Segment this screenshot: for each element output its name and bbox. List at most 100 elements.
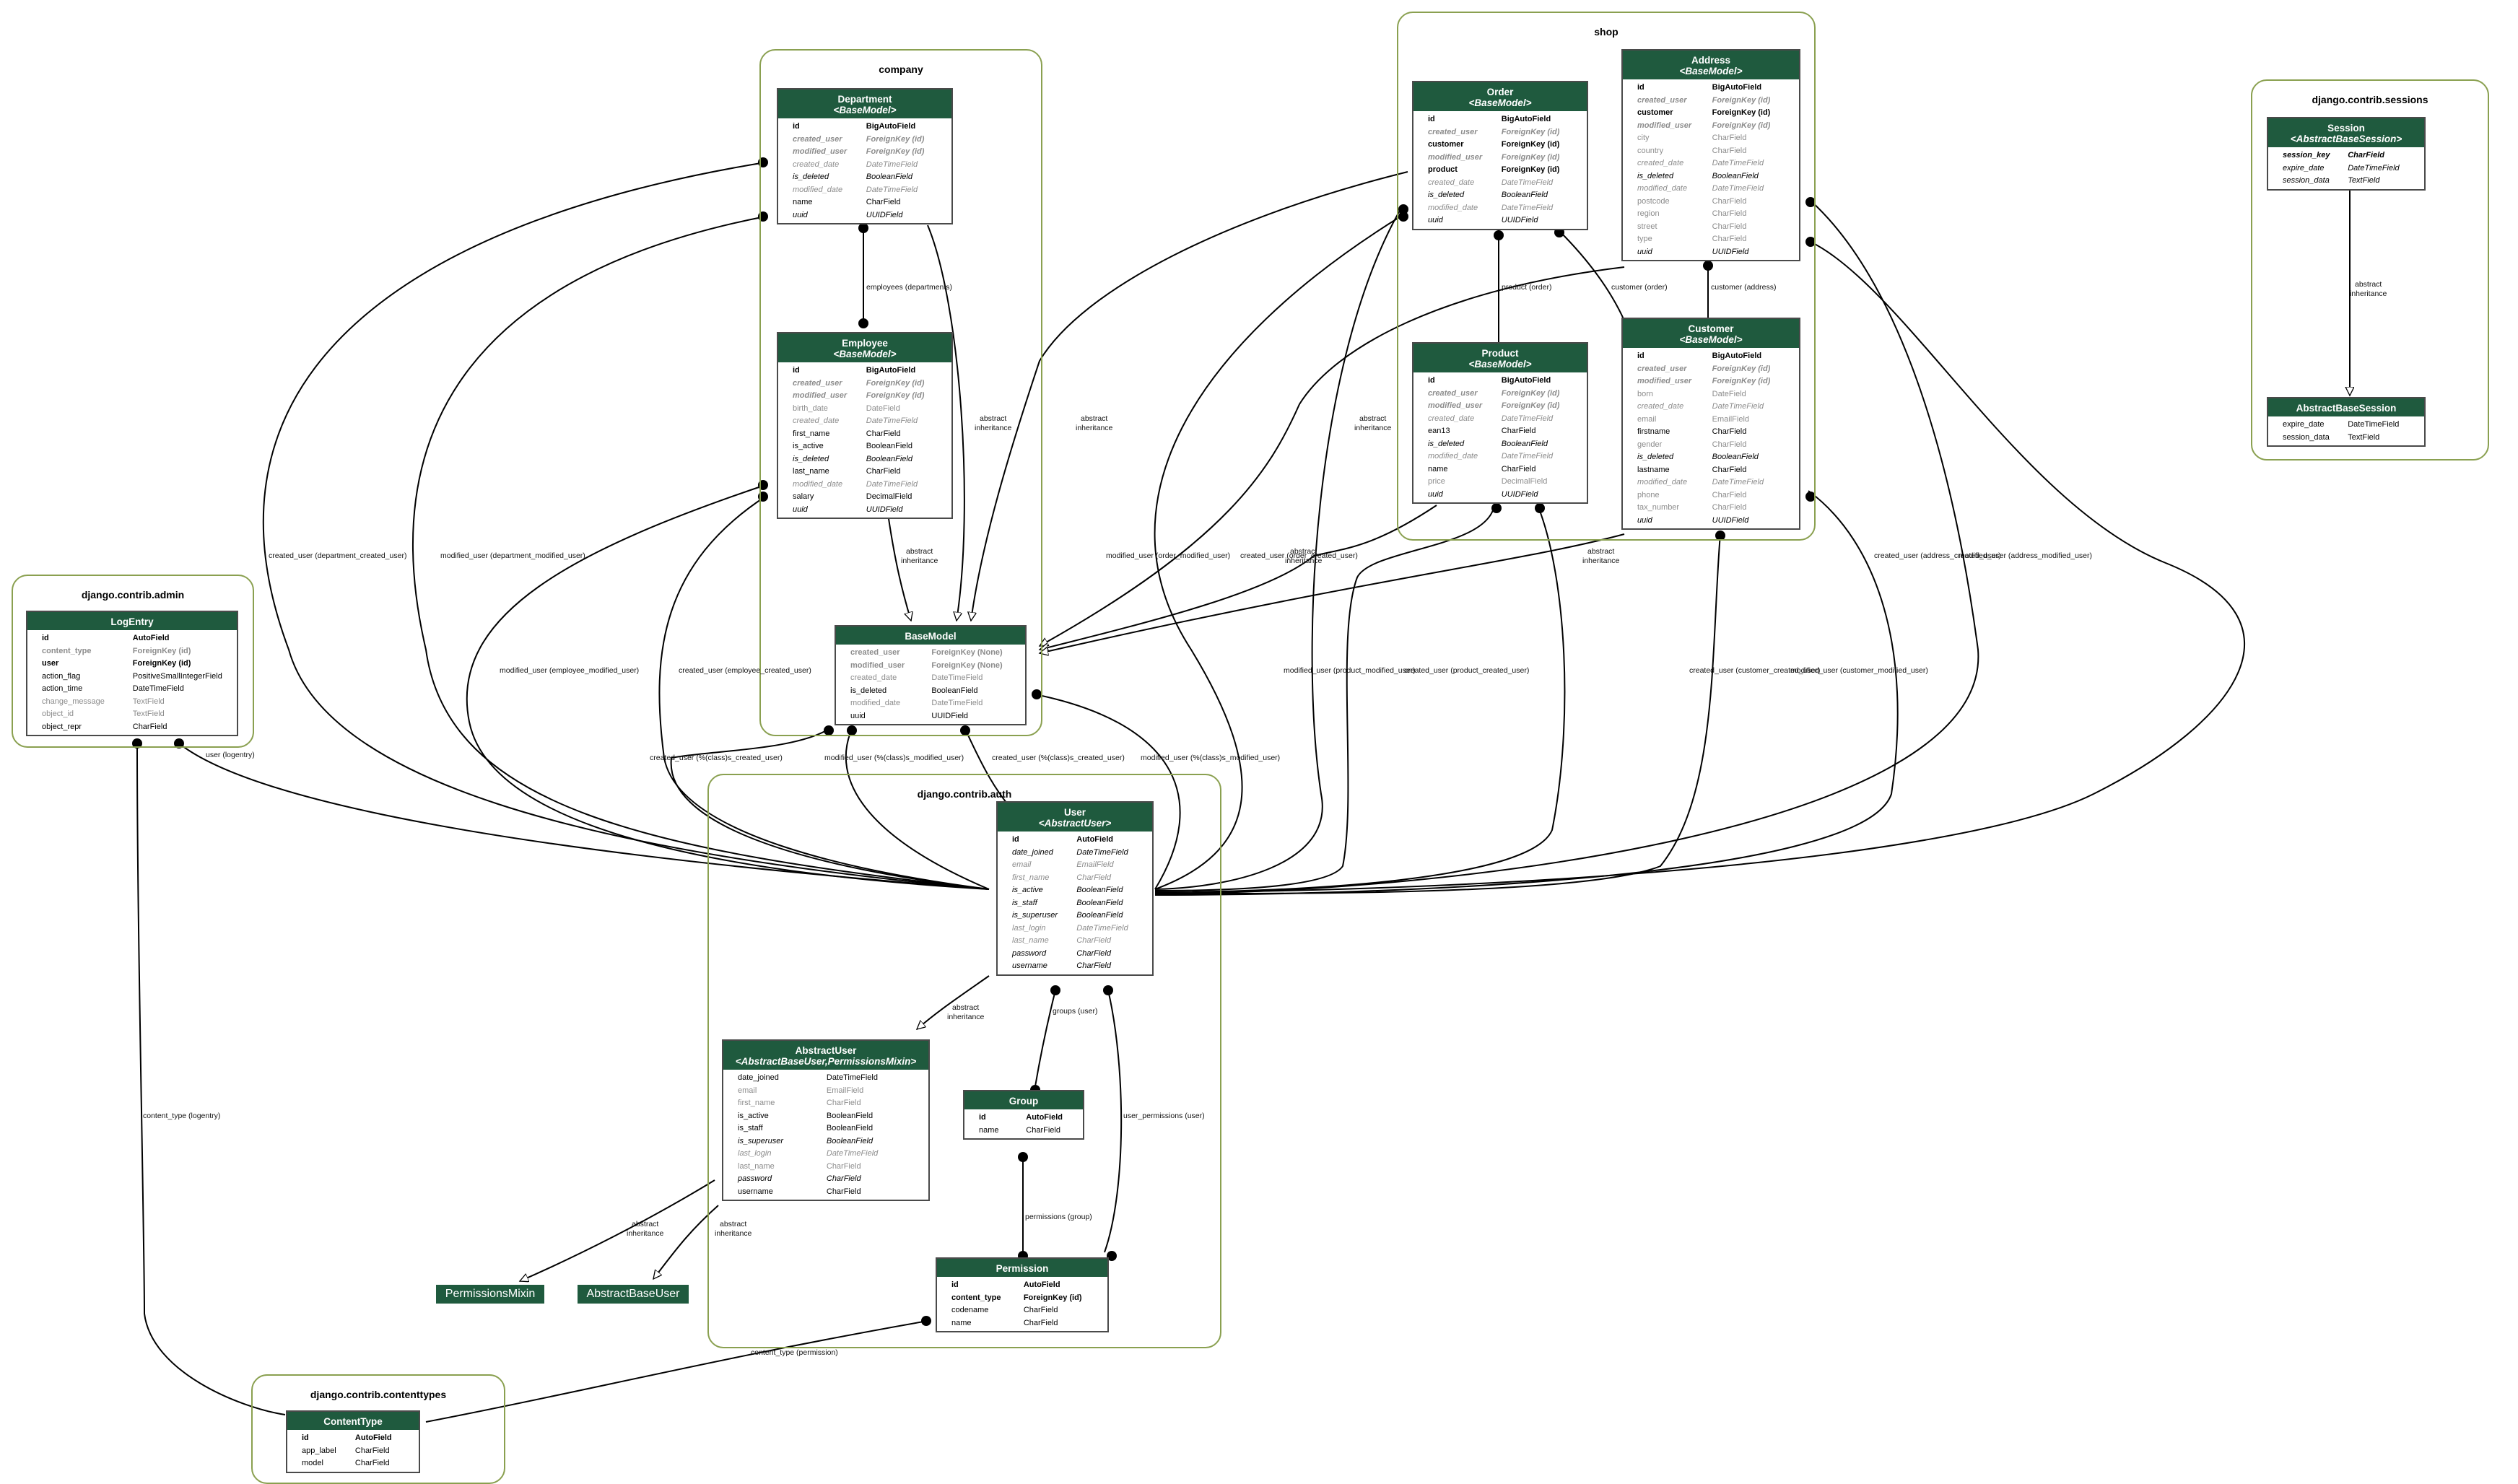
- field-type: CharField: [132, 722, 167, 731]
- field-type: DateTimeField: [132, 684, 184, 693]
- edge-label: abstract inheritance: [627, 1220, 664, 1238]
- field-type: ForeignKey (id): [1501, 388, 1560, 398]
- field-type: UUIDField: [1501, 216, 1538, 224]
- model-name: Session: [2327, 123, 2365, 134]
- external-model-permissions-mixin[interactable]: PermissionsMixin: [436, 1285, 544, 1304]
- field-name: is_deleted: [850, 686, 887, 695]
- edge-label: modified_user (department_modified_user): [440, 551, 585, 560]
- field-type: DateTimeField: [1076, 847, 1128, 857]
- field-name: content_type: [42, 646, 92, 655]
- field-name: email: [1012, 860, 1032, 869]
- field-name: modified_user: [793, 147, 848, 156]
- model-header: Group: [964, 1091, 1083, 1109]
- model-abstractuser[interactable]: AbstractUser<AbstractBaseUser,Permission…: [722, 1039, 930, 1201]
- field-type: ForeignKey (id): [1501, 401, 1560, 410]
- field-type: DateTimeField: [1501, 178, 1554, 187]
- field-name: date_joined: [738, 1073, 779, 1082]
- field-name: created_user: [1428, 388, 1478, 398]
- field-name: is_staff: [1012, 898, 1037, 907]
- edge-label: user_permissions (user): [1123, 1112, 1205, 1120]
- field-type: CharField: [1712, 503, 1747, 512]
- field-type: ForeignKey (id): [1501, 165, 1560, 174]
- field-type: BigAutoField: [866, 366, 916, 375]
- field-name: uuid: [850, 711, 866, 720]
- field-type: CharField: [826, 1099, 861, 1107]
- field-type: BooleanField: [826, 1136, 874, 1145]
- model-name: AbstractBaseSession: [2296, 403, 2397, 414]
- field-type: DateTimeField: [1076, 923, 1128, 933]
- field-name: uuid: [1428, 489, 1443, 499]
- edge-label: created_user (employee_created_user): [679, 666, 811, 675]
- edge-label: abstract inheritance: [715, 1220, 752, 1238]
- field-name: name: [979, 1125, 999, 1135]
- field-type: AutoField: [1023, 1280, 1060, 1289]
- external-model-abstract-base-user[interactable]: AbstractBaseUser: [578, 1285, 689, 1304]
- field-name: last_name: [1012, 936, 1049, 945]
- model-header: LogEntry: [27, 612, 237, 630]
- field-name: modified_user: [1428, 152, 1483, 162]
- field-name: created_user: [1428, 127, 1478, 136]
- cluster-shop: shop: [1397, 12, 1816, 541]
- field-type: ForeignKey (id): [866, 391, 925, 400]
- edge-label: abstract inheritance: [901, 547, 938, 565]
- field-type: CharField: [1712, 235, 1747, 243]
- field-name: password: [1012, 948, 1047, 958]
- field-type: CharField: [354, 1446, 390, 1455]
- model-header: ContentType: [287, 1412, 419, 1430]
- edge-label: created_user (%(class)s_created_user): [992, 754, 1125, 762]
- field-type: ForeignKey (id): [132, 646, 191, 655]
- field-type: CharField: [1712, 465, 1747, 474]
- model-header: Employee<BaseModel>: [778, 333, 951, 362]
- field-type: UUIDField: [931, 711, 969, 720]
- field-name: last_login: [738, 1149, 772, 1158]
- edge-label: abstract inheritance: [975, 414, 1012, 432]
- field-type: DateTimeField: [1712, 159, 1764, 167]
- model-parent: <AbstractBaseUser,PermissionsMixin>: [735, 1056, 917, 1067]
- field-name: modified_date: [793, 479, 843, 489]
- model-header: BaseModel: [836, 627, 1025, 645]
- field-name: uuid: [1637, 515, 1652, 525]
- cluster-title: django.contrib.contenttypes: [310, 1389, 447, 1400]
- field-name: email: [738, 1086, 757, 1095]
- field-type: ForeignKey (None): [931, 660, 1003, 670]
